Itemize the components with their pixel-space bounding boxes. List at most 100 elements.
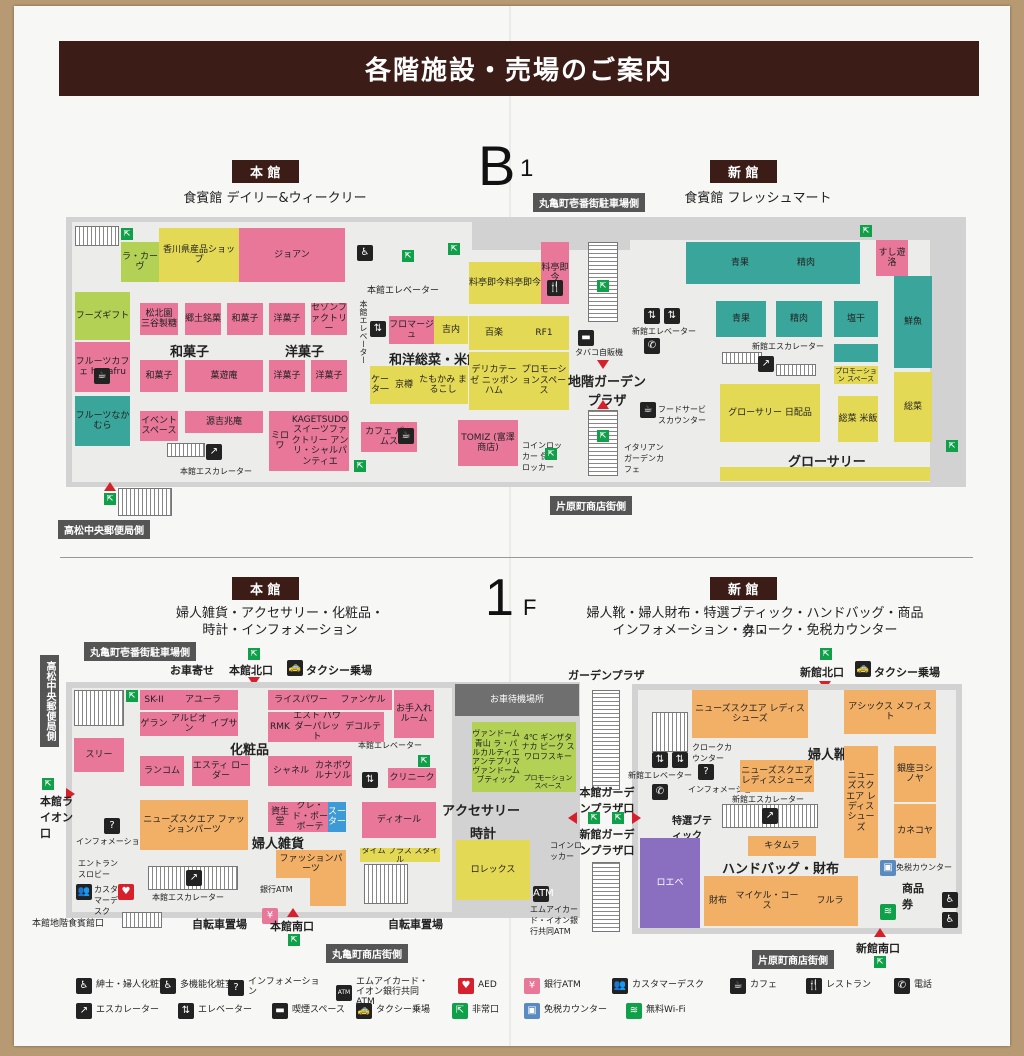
legend-label: 喫煙スペース <box>292 1005 345 1016</box>
info-icon: ? <box>228 979 244 996</box>
legend-label: タクシー乗場 <box>376 1005 431 1016</box>
tax-free-icon: ▣ <box>524 1003 540 1019</box>
f1-elev-main-label: 本館エレベーター <box>358 741 422 750</box>
shop-sozai: 総菜 米飯 <box>838 396 878 442</box>
bike-parking-1: 自転車置場 <box>192 918 247 931</box>
shop-ra-kabe: ラ・カーヴ <box>121 242 159 282</box>
emergency-exit-icon: ⇱ <box>248 648 260 660</box>
elevator-icon: ⇅ <box>652 752 668 768</box>
shop-kayuan: 菓遊庵 <box>185 360 263 392</box>
f1-floor-number: 1 <box>485 569 514 627</box>
shop-kanekoya: カネコヤ <box>894 804 936 858</box>
entrance-marker <box>632 812 641 824</box>
shop-ryotei-2: 料亭即今 <box>505 262 541 304</box>
legend-item: 🚕タクシー乗場 <box>356 1003 430 1019</box>
multipurpose-icon: ♿ <box>160 978 176 994</box>
shop-grocery-strip <box>720 467 930 481</box>
f1-section-shoes: 婦人靴 <box>808 748 848 763</box>
garden-entrance-marker <box>597 400 609 409</box>
phone-icon: ✆ <box>652 784 668 800</box>
garden-stairs-s <box>592 862 620 932</box>
shop-albion: アルビオン <box>168 712 210 736</box>
escalator-icon: ↗ <box>76 1003 92 1019</box>
car-waiting-area: お車待機場所 <box>455 684 579 716</box>
legend-label: 多機能化粧室 <box>180 980 235 991</box>
legend-item: ▬喫煙スペース <box>272 1003 345 1019</box>
aed-icon: ♥ <box>458 978 474 994</box>
shop-promo: プロモーションスペース <box>519 352 569 410</box>
b1-elev-main-label: 本館エレベーター <box>367 286 440 296</box>
shop-decorte: デコルテ <box>342 712 384 742</box>
wifi-icon: ≋ <box>626 1003 642 1019</box>
legend-item: ≋無料Wi-Fi <box>626 1003 685 1019</box>
shop-fruits-nakamura: フルーツなかむら <box>75 396 130 446</box>
shop-shiohoshi: 塩干 <box>834 301 878 337</box>
shop-slee: スリー <box>74 738 124 772</box>
customer-desk-icon: 👥 <box>612 978 628 994</box>
shop-wagashi-2: 和菓子 <box>140 360 178 392</box>
tax-free-icon: ▣ <box>880 860 896 876</box>
b1-stairs-sw <box>118 488 172 516</box>
legend-item: ♿紳士・婦人化粧室 <box>76 978 168 994</box>
shop-kagawa: 香川県産品ショップ <box>159 228 239 282</box>
legend-item: ♥AED <box>458 978 497 994</box>
entrance-marker <box>66 788 75 800</box>
food-service-label: フードサービスカウンター <box>658 405 706 425</box>
shop-sozai-2: 総菜 <box>894 372 932 442</box>
b1-section-yogashi: 洋菓子 <box>285 345 325 360</box>
main-south-entrance: 本館南口 <box>270 920 314 933</box>
f1-main-heading-2: 時計・インフォメーション <box>202 623 358 638</box>
shop-fromage: フロマージュ <box>389 316 434 344</box>
b1-escalator-annex-2 <box>776 364 816 376</box>
entrance-marker <box>874 928 886 937</box>
f1-bottom-street: 丸亀町商店街側 <box>326 944 408 963</box>
shop-tamokami: たもかみ まるこし <box>418 366 468 404</box>
restroom-icon: ♿ <box>942 892 958 908</box>
restaurant-icon: 🍴 <box>547 280 563 296</box>
shop-news-shoes-2: ニューズスクエア レディスシューズ <box>740 760 814 792</box>
emergency-exit-icon: ⇱ <box>42 778 54 790</box>
garden-annex-entrance: 新館ガーデンプラザ口 <box>579 828 635 857</box>
b1-section-grocery: グローサリー <box>788 455 866 470</box>
legend-label: 非常口 <box>472 1005 500 1016</box>
seika-label: 青果 <box>730 257 749 268</box>
f1-top-street: 丸亀町壱番街駐車場側 <box>84 642 196 661</box>
emergency-exit-icon: ⇱ <box>126 690 138 702</box>
f1-annex-tag: 新 館 <box>710 577 777 600</box>
shop-aura: アユーラ <box>168 690 238 710</box>
shop-news-fashion: ニューズスクエア ファッションパーツ <box>140 800 248 850</box>
f1-esc-main-label: 本館エスカレーター <box>152 893 224 902</box>
shop-seson: セゾンファクトリー <box>311 303 347 335</box>
garden-entrance-marker <box>597 360 609 369</box>
legend-item: 👥カスタマーデスク <box>612 978 704 994</box>
omotase-label: お車寄せ <box>170 664 214 677</box>
shop-tl-extra <box>834 344 878 362</box>
emergency-exit-icon: ⇱ <box>874 956 886 968</box>
shop-deli: デリカテーゼ ニッポンハム <box>469 352 519 410</box>
shop-rf1: RF1 <box>519 316 569 350</box>
garden-main-entrance: 本館ガーデンプラザ口 <box>579 786 635 815</box>
phone-icon: ✆ <box>894 978 910 994</box>
aed-icon: ♥ <box>118 884 134 900</box>
annex-south-entrance: 新館南口 <box>856 942 900 955</box>
atm-icon: ATM <box>533 886 554 902</box>
restroom-icon: ♿ <box>357 245 373 261</box>
f1-elev-annex-label: 新館エレベーター <box>628 771 692 780</box>
main-north-entrance: 本館北口 <box>229 664 273 677</box>
main-lion-entrance: 本館ライオン口 <box>40 795 73 840</box>
customer-desk-label: カスタマーデスク <box>94 885 118 916</box>
wifi-icon: ≋ <box>880 904 896 920</box>
emergency-exit-icon: ⇱ <box>121 228 133 240</box>
italian-cafe-label: イタリアンガーデンカフェ <box>624 443 664 474</box>
shop-kyouyoshi: 京樽 <box>390 366 418 404</box>
shop-lancome: ランコム <box>140 756 184 786</box>
f1-bottom-right-street: 片原町商店街側 <box>752 950 834 969</box>
cafe-icon: ☕ <box>398 428 414 444</box>
f1-floor-suffix: F <box>523 595 537 620</box>
shop-estee: エスティ ローダー <box>192 756 250 786</box>
shop-est: エスト パウダーパレット <box>292 712 342 742</box>
info-icon: ? <box>104 818 120 834</box>
legend-label: エムアイカード・イオン銀行共同ATM <box>356 977 429 1007</box>
atm-icon: ATM <box>336 984 352 1001</box>
shop-grocery: グローサリー 日配品 <box>720 384 820 442</box>
